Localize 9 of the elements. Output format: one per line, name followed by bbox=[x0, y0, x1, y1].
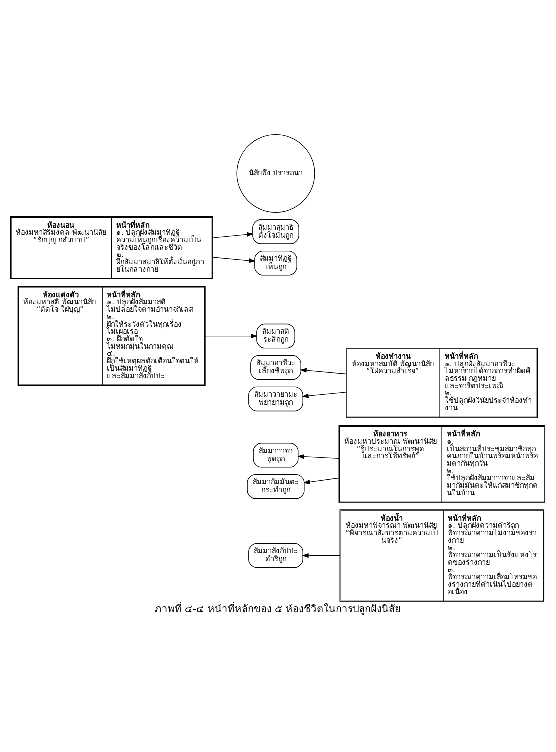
arrow bbox=[302, 552, 340, 558]
arrow bbox=[212, 256, 256, 263]
arrow bbox=[303, 477, 340, 484]
diagram-title: ภาพที่ ๔-๔ หน้าที่หลักของ ๕ ห้องชีวิตในการปลูกฝังนิสัย bbox=[154, 604, 402, 615]
arrow bbox=[205, 333, 258, 338]
arrow bbox=[212, 232, 254, 238]
arrow bbox=[302, 392, 347, 398]
arrow bbox=[298, 454, 340, 459]
arrow bbox=[300, 368, 347, 374]
